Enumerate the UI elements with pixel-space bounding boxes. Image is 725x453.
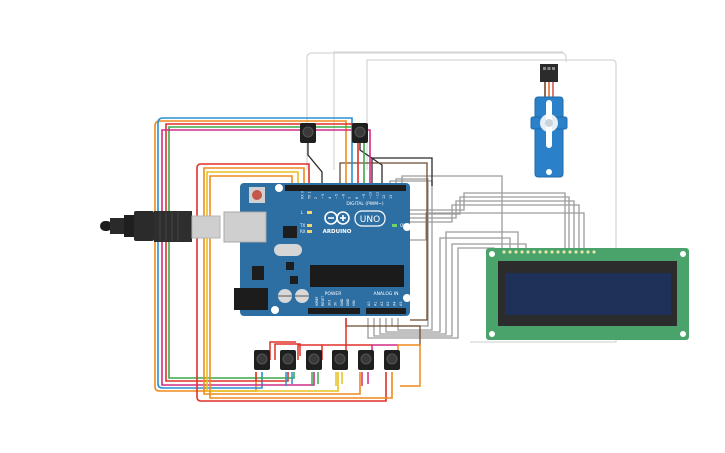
- lcd-pin[interactable]: [508, 250, 512, 254]
- power-label: POWER: [325, 291, 342, 297]
- analog-header: [366, 308, 406, 314]
- lcd-pin[interactable]: [532, 250, 536, 254]
- lcd-pin[interactable]: [514, 250, 518, 254]
- digital-pin-label: ~3: [321, 194, 325, 199]
- board-model-label: UNO: [360, 215, 380, 225]
- analog-pin-label: A0: [367, 302, 371, 306]
- analog-pin-label: A4: [393, 302, 397, 306]
- digital-pin-label: 4: [328, 197, 332, 199]
- black-wires[interactable]: [307, 143, 433, 186]
- digital-pin-label: 12: [382, 195, 386, 199]
- board-brand-label: ARDUINO: [323, 229, 352, 235]
- pushbutton-top-1[interactable]: [300, 123, 316, 143]
- pushbutton-bottom-6[interactable]: [384, 350, 400, 370]
- pushbutton-bottom-4[interactable]: [332, 350, 348, 370]
- arduino-uno-board[interactable]: UNO ARDUINO DIGITAL (PWM~) POWER ANALOG …: [223, 183, 411, 316]
- digital-pin-label: RX 0: [301, 191, 305, 199]
- digital-pin-label: TX 1: [307, 191, 311, 200]
- arduino-logo: [324, 210, 386, 227]
- reset-button[interactable]: [249, 187, 265, 203]
- servo-motor[interactable]: [530, 64, 568, 178]
- pushbutton-bottom-5[interactable]: [358, 350, 374, 370]
- digital-label: DIGITAL (PWM~): [346, 201, 384, 207]
- lcd-pin[interactable]: [502, 250, 506, 254]
- power-pin-label: VIN: [352, 300, 356, 306]
- analog-label: ANALOG IN: [373, 291, 398, 297]
- lcd-pin[interactable]: [538, 250, 542, 254]
- lcd-pin[interactable]: [592, 250, 596, 254]
- digital-header: [285, 185, 406, 191]
- analog-pin-label: A3: [386, 302, 390, 306]
- power-pin-label: GND: [340, 298, 344, 306]
- digital-pin-label: ~5: [335, 194, 339, 199]
- pushbutton-top-2[interactable]: [352, 123, 368, 143]
- tx-label: TX: [299, 223, 305, 228]
- lcd-pin[interactable]: [520, 250, 524, 254]
- lcd-wires[interactable]: [367, 175, 585, 339]
- lcd-pin[interactable]: [526, 250, 530, 254]
- analog-pin-label: A5: [399, 302, 403, 306]
- l-label: L: [301, 210, 304, 215]
- analog-pin-label: A2: [380, 302, 384, 306]
- rx-label: RX: [300, 229, 306, 234]
- atmega-chip: [310, 265, 404, 287]
- power-plug[interactable]: [100, 211, 221, 242]
- power-pin-label: 5V: [334, 301, 338, 306]
- lcd-screen: [505, 273, 671, 315]
- digital-pin-label: 8: [355, 197, 359, 199]
- power-pin-label: GND: [346, 298, 350, 306]
- pushbutton-bottom-3[interactable]: [306, 350, 322, 370]
- power-pin-label: IOREF: [315, 296, 319, 306]
- bottom-buttons: [254, 350, 400, 370]
- digital-pin-label: ~11: [375, 192, 379, 199]
- power-pin-label: 3V3: [327, 300, 331, 306]
- lcd-pin[interactable]: [580, 250, 584, 254]
- pushbutton-bottom-2[interactable]: [280, 350, 296, 370]
- power-pin-label: RESET: [321, 296, 325, 306]
- on-label: ON: [400, 223, 406, 228]
- lcd-pin[interactable]: [574, 250, 578, 254]
- lcd-pin[interactable]: [568, 250, 572, 254]
- lcd-pin[interactable]: [556, 250, 560, 254]
- digital-pin-label: 7: [348, 197, 352, 199]
- digital-pin-label: ~10: [369, 192, 373, 199]
- lcd-pin[interactable]: [562, 250, 566, 254]
- lcd-16x2[interactable]: [486, 248, 689, 340]
- lcd-pin[interactable]: [544, 250, 548, 254]
- power-header: [308, 308, 360, 314]
- analog-pin-label: A1: [373, 302, 377, 306]
- usb-port: [223, 211, 267, 243]
- digital-pin-label: 13: [389, 195, 393, 199]
- lcd-pin[interactable]: [550, 250, 554, 254]
- digital-pin-label: ~9: [362, 194, 366, 199]
- digital-pin-label: 2: [314, 197, 318, 199]
- digital-pin-label: ~6: [341, 194, 345, 199]
- pushbutton-bottom-1[interactable]: [254, 350, 270, 370]
- lcd-pin[interactable]: [586, 250, 590, 254]
- dc-jack: [234, 288, 268, 310]
- lcd-pins: [502, 250, 596, 254]
